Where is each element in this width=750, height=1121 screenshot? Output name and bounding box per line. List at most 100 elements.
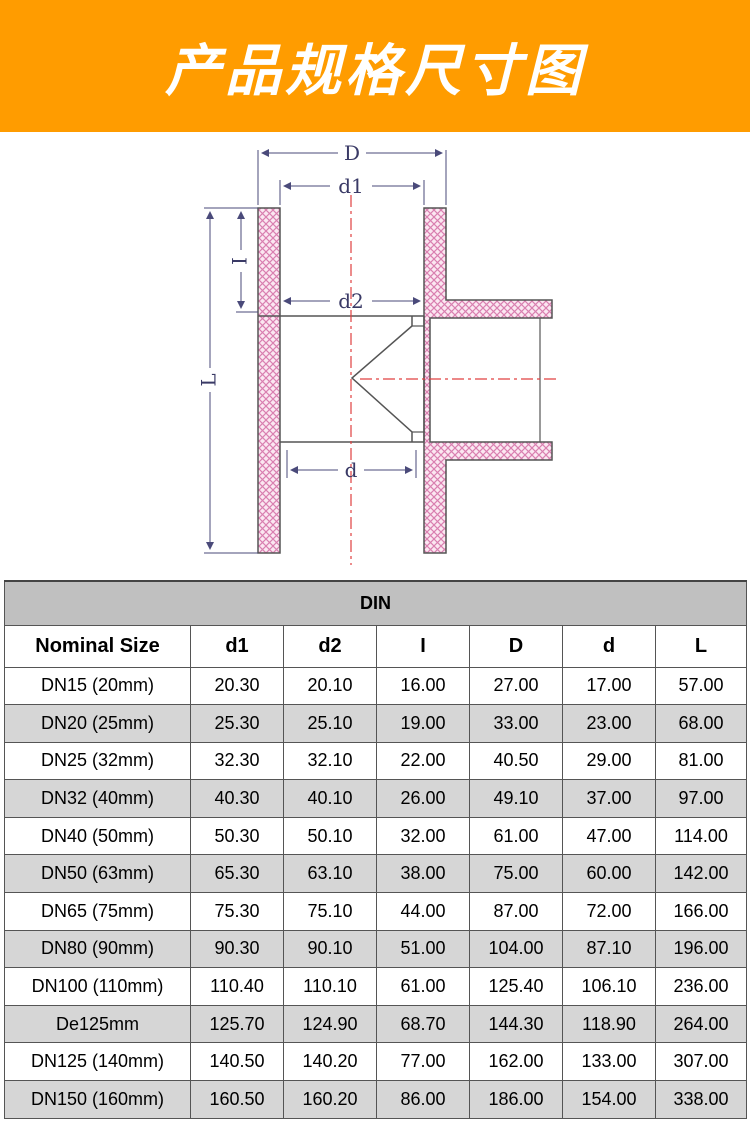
tee-wall-right	[423, 207, 553, 554]
title-banner: 产品规格尺寸图	[0, 0, 750, 132]
cell-D: 87.00	[469, 892, 563, 931]
cell-d2: 140.20	[283, 1042, 377, 1082]
cell-d: 23.00	[562, 704, 656, 743]
cell-d1: 40.30	[190, 779, 284, 818]
cell-nominal-size: DN125 (140mm)	[4, 1042, 191, 1082]
cell-i: 16.00	[376, 666, 470, 706]
cell-D: 162.00	[469, 1042, 563, 1082]
cell-d2: 20.10	[283, 666, 377, 706]
cell-d2: 110.10	[283, 967, 377, 1006]
cell-d1: 125.70	[190, 1004, 284, 1044]
cell-nominal-size: DN20 (25mm)	[4, 704, 191, 743]
cell-L: 68.00	[654, 704, 748, 743]
cell-D: 33.00	[469, 704, 563, 743]
tee-wall-left	[257, 207, 281, 554]
column-header-L: L	[654, 624, 748, 668]
cell-L: 142.00	[654, 854, 748, 894]
label-D: D	[344, 141, 360, 165]
cell-L: 338.00	[654, 1080, 748, 1119]
cell-L: 114.00	[654, 816, 748, 856]
label-L: L	[197, 373, 221, 386]
cell-nominal-size: DN40 (50mm)	[4, 816, 191, 856]
cell-i: 68.70	[376, 1004, 470, 1044]
cell-d2: 90.10	[283, 929, 377, 969]
cell-i: 44.00	[376, 892, 470, 931]
cell-i: 19.00	[376, 704, 470, 743]
cell-L: 264.00	[654, 1004, 748, 1044]
cell-L: 97.00	[654, 779, 748, 818]
cell-nominal-size: DN150 (160mm)	[4, 1080, 191, 1119]
table-column-header-row: Nominal Size d1 d2 I D d L	[4, 624, 748, 668]
cell-i: 38.00	[376, 854, 470, 894]
label-d1: d1	[338, 174, 364, 198]
cell-L: 57.00	[654, 666, 748, 706]
cell-nominal-size: DN80 (90mm)	[4, 929, 191, 969]
cell-nominal-size: DN15 (20mm)	[4, 666, 191, 706]
cell-d: 72.00	[562, 892, 656, 931]
table-group-header-row: DIN	[3, 580, 748, 626]
cell-i: 86.00	[376, 1080, 470, 1119]
column-header-nominal-size: Nominal Size	[4, 624, 191, 668]
column-header-D: D	[469, 624, 563, 668]
cell-d2: 25.10	[283, 704, 377, 743]
cell-d: 133.00	[562, 1042, 656, 1082]
cell-D: 75.00	[469, 854, 563, 894]
cell-L: 166.00	[654, 892, 748, 931]
cell-i: 26.00	[376, 779, 470, 818]
cell-d: 37.00	[562, 779, 656, 818]
cell-d2: 50.10	[283, 816, 377, 856]
cell-d: 87.10	[562, 929, 656, 969]
cell-d2: 32.10	[283, 741, 377, 781]
column-header-i: I	[376, 624, 470, 668]
label-I: I	[228, 257, 252, 265]
cell-d: 106.10	[562, 967, 656, 1006]
cell-nominal-size: DN50 (63mm)	[4, 854, 191, 894]
cell-d: 47.00	[562, 816, 656, 856]
cell-i: 61.00	[376, 967, 470, 1006]
cell-d: 17.00	[562, 666, 656, 706]
tee-dimension-diagram: D d1 d2 I L d	[0, 132, 750, 577]
cell-nominal-size: DN65 (75mm)	[4, 892, 191, 931]
column-header-d2: d2	[283, 624, 377, 668]
cell-d1: 160.50	[190, 1080, 284, 1119]
din-spec-table: DIN Nominal Size d1 d2 I D d L DN15 (20m…	[3, 580, 748, 1119]
cell-L: 196.00	[654, 929, 748, 969]
cell-d2: 40.10	[283, 779, 377, 818]
cell-d1: 50.30	[190, 816, 284, 856]
column-header-d1: d1	[190, 624, 284, 668]
cell-D: 144.30	[469, 1004, 563, 1044]
cell-d: 60.00	[562, 854, 656, 894]
cell-d1: 140.50	[190, 1042, 284, 1082]
cell-i: 51.00	[376, 929, 470, 969]
page-title: 产品规格尺寸图	[165, 38, 585, 104]
cell-d2: 124.90	[283, 1004, 377, 1044]
label-d2: d2	[338, 289, 364, 313]
cell-D: 40.50	[469, 741, 563, 781]
cell-d: 29.00	[562, 741, 656, 781]
cell-nominal-size: DN32 (40mm)	[4, 779, 191, 818]
cell-i: 22.00	[376, 741, 470, 781]
cell-d2: 63.10	[283, 854, 377, 894]
table-group-title: DIN	[3, 580, 748, 626]
cell-D: 186.00	[469, 1080, 563, 1119]
cell-D: 61.00	[469, 816, 563, 856]
cell-d: 154.00	[562, 1080, 656, 1119]
cell-D: 27.00	[469, 666, 563, 706]
column-header-d: d	[562, 624, 656, 668]
cell-D: 125.40	[469, 967, 563, 1006]
label-d: d	[345, 458, 358, 482]
cell-L: 236.00	[654, 967, 748, 1006]
cell-d1: 20.30	[190, 666, 284, 706]
cell-d1: 25.30	[190, 704, 284, 743]
cell-d2: 160.20	[283, 1080, 377, 1119]
